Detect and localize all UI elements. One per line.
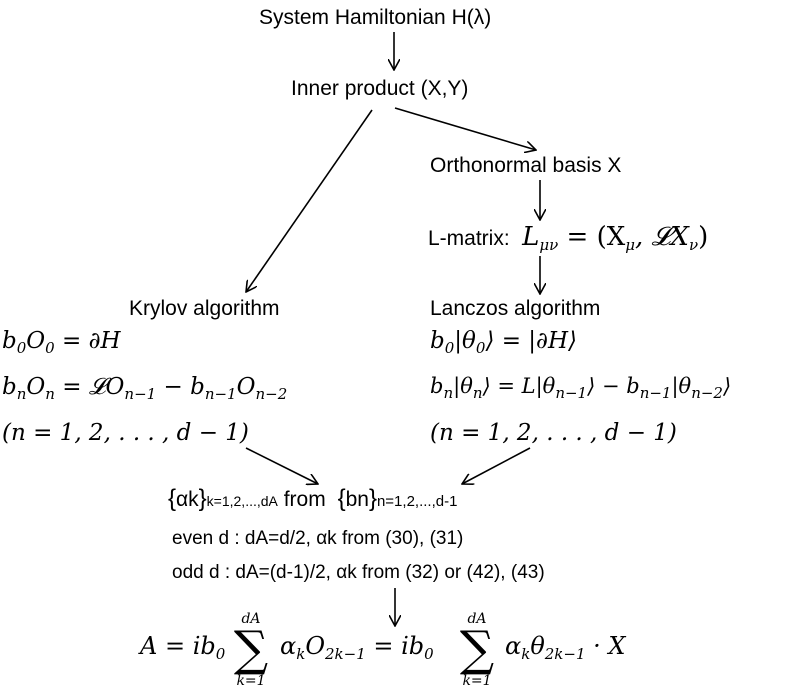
sum-2-lower: k=1 xyxy=(462,672,492,689)
alpha-range: k=1,2,...,dA xyxy=(206,493,278,509)
t2s1: k xyxy=(521,645,531,663)
t2a: α xyxy=(505,632,522,660)
l2s5: n−2 xyxy=(691,384,723,402)
sum-1-sigma: ∑ xyxy=(233,621,269,677)
coefficient-sets: {αk}k=1,2,...,dA from {bn}n=1,2,...,d-1 xyxy=(168,487,457,511)
l1b: |θ xyxy=(454,328,476,354)
l2s3: n−1 xyxy=(555,384,588,402)
k2s4: n−1 xyxy=(204,385,237,403)
krylov-eq1: b0O0 = ∂H xyxy=(2,330,121,356)
l1s1: 0 xyxy=(444,339,455,357)
odd-d-line: odd d : dA=(d-1)/2, αk from (32) or (42)… xyxy=(172,562,545,583)
l1a: b xyxy=(430,328,445,354)
b-symbol: bn xyxy=(345,488,369,511)
k1b: O xyxy=(26,328,46,354)
l-matrix-rhs-sub2: ν xyxy=(688,236,699,254)
k1s2: 0 xyxy=(45,339,55,357)
node-inner-product: Inner product (X,Y) xyxy=(291,77,469,100)
arrow-inner-to-krylov xyxy=(246,109,373,292)
t1s1: k xyxy=(296,645,306,663)
l2f: ⟩ xyxy=(722,374,732,398)
sum-2-upper: dA xyxy=(467,611,487,627)
from-word: from xyxy=(277,488,332,511)
sum-1-lower: k=1 xyxy=(236,672,266,689)
sum-2-sigma: ∑ xyxy=(459,621,495,677)
result-term2: αkθ2k−1 · X xyxy=(505,634,626,662)
krylov-title: Krylov algorithm xyxy=(129,297,280,320)
brace-open-1: { xyxy=(168,485,177,512)
k2b: O xyxy=(26,374,46,400)
k1a: b xyxy=(2,328,17,354)
alpha-symbol: αk xyxy=(176,488,199,511)
krylov-eq2: bnOn = 𝓛On−1 − bn−1On−2 xyxy=(2,376,287,402)
arrow-krylov-to-coefficients xyxy=(245,447,318,484)
k2c: = 𝓛O xyxy=(54,374,125,400)
sum-2: dA ∑ k=1 xyxy=(452,611,502,689)
t2s2: 2k−1 xyxy=(544,645,586,663)
result-lhs: A = ib0 xyxy=(140,634,225,662)
even-d-line: even d : dA=d/2, αk from (30), (31) xyxy=(172,528,464,549)
t1s2: 2k−1 xyxy=(325,645,366,663)
brace-close-1: } xyxy=(198,485,207,512)
l-matrix-symbol: L xyxy=(522,222,540,252)
l1c: ⟩ = |∂H⟩ xyxy=(485,328,577,354)
k2s2: n xyxy=(45,385,55,403)
l-matrix-rhs-sub1: μ xyxy=(625,236,635,254)
node-hamiltonian: System Hamiltonian H(λ) xyxy=(259,6,492,29)
brace-open-2: { xyxy=(337,485,346,512)
lanczos-title: Lanczos algorithm xyxy=(430,297,601,320)
node-l-matrix: L-matrix: Lμν = (Xμ, 𝓛Xν) xyxy=(428,224,708,253)
l2b: |θ xyxy=(453,374,473,398)
l-matrix-label: L-matrix: xyxy=(428,227,510,250)
l-matrix-sub: μν xyxy=(539,236,559,254)
k1c: = ∂H xyxy=(54,328,121,354)
k1s1: 0 xyxy=(16,339,27,357)
l2a: b xyxy=(430,374,444,398)
l1s2: 0 xyxy=(475,339,486,357)
k2s1: n xyxy=(16,385,27,403)
k2d: − b xyxy=(156,374,205,400)
result-lhs-text: A = ib xyxy=(140,632,216,660)
l2s4: n−1 xyxy=(639,384,672,402)
arrow-inner-to-orthonormal xyxy=(394,107,536,150)
sum-1-upper: dA xyxy=(241,611,261,627)
k2s5: n−2 xyxy=(255,385,288,403)
t2b: θ xyxy=(530,632,545,660)
t1a: α xyxy=(280,632,297,660)
sum-1: dA ∑ k=1 xyxy=(226,611,276,689)
brace-close-2: } xyxy=(368,485,377,512)
lanczos-eq3: (n = 1, 2, . . . , d − 1) xyxy=(430,420,677,446)
node-orthonormal-basis: Orthonormal basis X xyxy=(430,154,622,177)
l2d: ⟩ − b xyxy=(587,374,640,398)
b-range: n=1,2,...,d-1 xyxy=(376,493,458,510)
krylov-eq3: (n = 1, 2, . . . , d − 1) xyxy=(2,420,249,446)
lanczos-eq1: b0|θ0⟩ = |∂H⟩ xyxy=(430,330,577,356)
k2e: O xyxy=(236,374,256,400)
t2c: · X xyxy=(585,632,626,660)
k2a: b xyxy=(2,374,17,400)
result-lhs-sub: 0 xyxy=(215,645,226,663)
arrow-lanczos-to-coefficients xyxy=(462,447,531,484)
result-mid-sub: 0 xyxy=(424,645,434,663)
l2c: ⟩ = L|θ xyxy=(482,374,556,398)
l-matrix-rhs-b: , 𝓛X xyxy=(635,222,689,252)
l-matrix-formula: Lμν = (Xμ, 𝓛Xν) xyxy=(522,222,709,254)
lanczos-eq2: bn|θn⟩ = L|θn−1⟩ − bn−1|θn−2⟩ xyxy=(430,376,731,401)
result-term1: αkO2k−1 = ib0 xyxy=(280,634,434,662)
l2e: |θ xyxy=(671,374,692,398)
l-matrix-rhs-a: = (X xyxy=(558,222,626,252)
t1b: O xyxy=(305,632,325,660)
l2s1: n xyxy=(443,384,454,402)
l-matrix-rhs-c: ) xyxy=(698,222,709,252)
k2s3: n−1 xyxy=(124,385,157,403)
l2s2: n xyxy=(472,384,483,402)
result-mid: = ib xyxy=(365,632,425,660)
